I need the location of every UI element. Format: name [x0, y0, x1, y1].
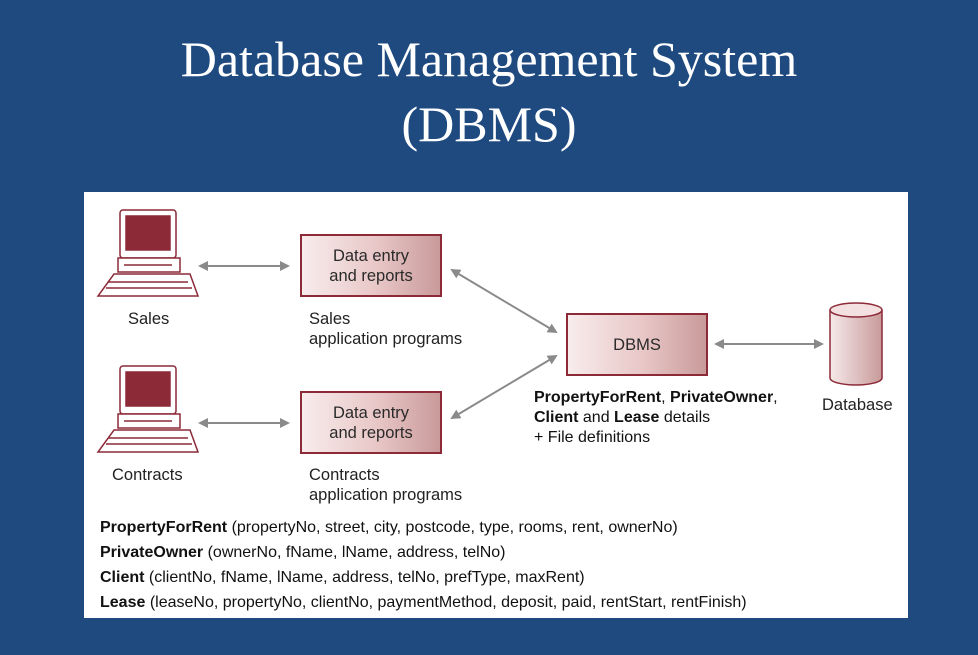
dbms-details: PropertyForRent, PrivateOwner, Client an…: [534, 388, 778, 448]
sales-data-entry-box: Data entry and reports: [300, 234, 442, 297]
dbms-box: DBMS: [566, 313, 708, 376]
page-title: Database Management System: [180, 31, 798, 87]
details-sep-1: ,: [661, 389, 671, 406]
contracts-box-line2: and reports: [329, 423, 413, 442]
schema-entity: PropertyForRent: [100, 519, 228, 536]
contracts-data-entry-box: Data entry and reports: [300, 391, 442, 454]
schema-row: Client (clientNo, fName, lName, address,…: [100, 568, 585, 588]
sales-programs-line1: Sales: [309, 310, 351, 328]
details-mid: and: [578, 409, 615, 426]
details-sep-2: ,: [773, 389, 778, 406]
schema-entity: PrivateOwner: [100, 544, 204, 561]
arrow-salesapp-to-dbms: [450, 268, 558, 334]
contracts-box-line1: Data entry: [332, 403, 410, 422]
contracts-computer-icon: [96, 365, 200, 453]
sales-box-line2: and reports: [329, 266, 413, 285]
schema-entity: Client: [100, 569, 145, 586]
contracts-programs-label: Contracts application programs: [309, 465, 462, 505]
page-subtitle: (DBMS): [401, 96, 577, 152]
schema-row: PropertyForRent (propertyNo, street, cit…: [100, 518, 678, 538]
diagram-graphics: [96, 209, 883, 453]
contracts-label: Contracts: [112, 466, 183, 484]
details-entity-1: PropertyForRent: [534, 389, 662, 406]
contracts-programs-line2: application programs: [309, 486, 463, 504]
arrow-contractsapp-to-dbms: [450, 354, 558, 420]
details-tail: details: [659, 409, 711, 426]
sales-programs-label: Sales application programs: [309, 309, 462, 349]
schema-row: PrivateOwner (ownerNo, fName, lName, add…: [100, 543, 505, 563]
database-cylinder-icon: [829, 302, 883, 386]
dbms-label: DBMS: [613, 335, 661, 354]
details-file-definitions: + File definitions: [534, 429, 651, 446]
sales-computer-icon: [96, 209, 200, 297]
schema-attributes: (clientNo, fName, lName, address, telNo,…: [144, 569, 585, 586]
diagram-panel: Sales Contracts Data entry and reports D…: [84, 192, 908, 618]
schema-attributes: (propertyNo, street, city, postcode, typ…: [227, 519, 678, 536]
sales-label: Sales: [128, 310, 170, 328]
details-entity-4: Lease: [614, 409, 660, 426]
contracts-programs-line1: Contracts: [309, 466, 380, 484]
schema-row: Lease (leaseNo, propertyNo, clientNo, pa…: [100, 593, 747, 613]
schema-attributes: (leaseNo, propertyNo, clientNo, paymentM…: [145, 594, 747, 611]
schema-attributes: (ownerNo, fName, lName, address, telNo): [203, 544, 506, 561]
sales-box-line1: Data entry: [332, 246, 410, 265]
details-entity-2: PrivateOwner: [670, 389, 774, 406]
details-entity-3: Client: [534, 409, 579, 426]
sales-programs-line2: application programs: [309, 330, 463, 348]
schema-entity: Lease: [100, 594, 146, 611]
database-label: Database: [822, 396, 893, 414]
